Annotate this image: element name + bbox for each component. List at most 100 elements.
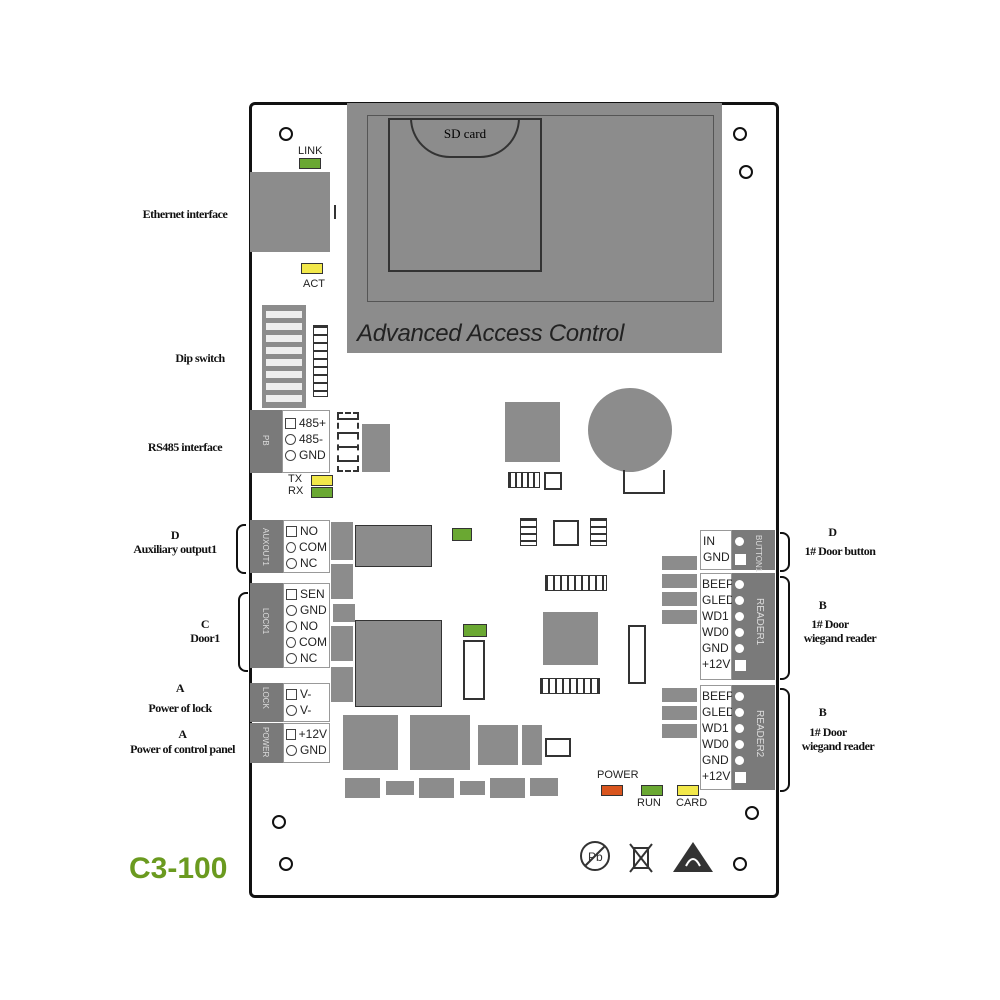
resistor-array: [313, 325, 328, 397]
pin-label: NC: [300, 556, 318, 570]
tx-label: TX: [288, 473, 303, 485]
mount-hole: [745, 806, 759, 820]
microcontroller: [543, 612, 598, 665]
lock-pins: SEN GND NO COM NC: [283, 583, 330, 668]
door-button-terminal: BUTTON1: [732, 530, 775, 573]
chip: [505, 402, 560, 462]
power-label: POWER: [597, 769, 639, 781]
lockpwr-label: Power of lock: [148, 701, 212, 715]
run-led: [641, 785, 663, 796]
component: [386, 781, 414, 795]
component: [463, 640, 485, 700]
brace: [780, 688, 790, 792]
component: [490, 778, 525, 798]
act-label: ACT: [303, 278, 325, 290]
pin-label: GND: [299, 448, 326, 462]
brace: [236, 524, 246, 574]
capacitor: [343, 715, 398, 770]
pin-label: WD1: [702, 721, 729, 735]
rs485-pins: 485+ 485- GND: [282, 410, 330, 473]
tx-led: [311, 475, 333, 486]
aux-letter: D: [170, 528, 180, 542]
component: [345, 778, 380, 798]
relay: [355, 525, 432, 567]
pin-label: COM: [299, 540, 327, 554]
mount-hole: [279, 857, 293, 871]
component: [331, 667, 353, 702]
component: [331, 626, 353, 661]
link-led: [299, 158, 321, 169]
no-lead-icon: Pb: [580, 841, 610, 871]
pin-label: GND: [703, 550, 730, 564]
rs485-label: RS485 interface: [147, 440, 223, 454]
mount-hole: [279, 127, 293, 141]
lcd-panel: SD card Advanced Access Control: [347, 103, 722, 353]
component: [333, 604, 355, 622]
dip-switch: [262, 305, 306, 408]
sd-card-label: SD card: [410, 118, 520, 158]
run-label: RUN: [637, 797, 661, 809]
button-label: 1# Door button: [804, 544, 876, 558]
pin-label: V-: [300, 703, 312, 717]
component: [331, 564, 353, 599]
component: [662, 610, 697, 624]
divider: [334, 205, 336, 219]
esd-warning-icon: [673, 842, 713, 872]
pin-label: BEEP: [702, 689, 735, 703]
weee-bin-icon: [629, 843, 653, 873]
component: [478, 725, 518, 765]
lock-power-pins: V- V-: [283, 683, 330, 722]
component: [530, 778, 558, 796]
lcd-frame: [367, 115, 714, 302]
reader1-terminal: READER1: [732, 573, 775, 680]
relay: [355, 620, 442, 707]
pin-label: WD0: [702, 625, 729, 639]
component: [331, 522, 353, 560]
component: [628, 625, 646, 684]
component: [460, 781, 485, 795]
ethernet-port: [250, 172, 330, 252]
pin-label: 485-: [299, 432, 324, 446]
aux-pins: NO COM NC: [283, 520, 330, 573]
lock-power-terminal: LOCK: [250, 683, 283, 722]
reader1-letter: B: [818, 598, 827, 612]
card-label: CARD: [676, 797, 708, 809]
door-label: Door1: [190, 631, 220, 645]
panelpwr-label: Power of control panel: [130, 742, 235, 756]
card-led: [677, 785, 699, 796]
lockp-block-label: LOCK: [261, 687, 270, 709]
mount-hole: [739, 165, 753, 179]
component: [662, 706, 697, 720]
reader1-block-label: READER1: [754, 598, 765, 646]
status-led: [452, 528, 472, 541]
component: [544, 472, 562, 490]
button-letter: D: [828, 525, 837, 539]
battery-holder: [623, 470, 665, 494]
pin-label: IN: [703, 534, 715, 548]
aux-label: Auxiliary output1: [133, 542, 217, 556]
pin-label: 485+: [299, 416, 327, 430]
reader2-block-label: READER2: [754, 710, 765, 758]
mount-hole: [733, 127, 747, 141]
act-led: [301, 263, 323, 274]
pin-label: +12V: [702, 769, 731, 783]
button-block-label: BUTTON1: [754, 535, 763, 573]
door-lock-terminal: LOCK1: [250, 583, 283, 668]
panel-power-terminal: POWER: [250, 723, 283, 763]
component: [419, 778, 454, 798]
pin-label: COM: [299, 635, 327, 649]
pin-label: NO: [300, 619, 318, 633]
pin-label: NO: [300, 524, 318, 538]
pin-label: NC: [300, 651, 318, 665]
brace: [238, 592, 248, 672]
pb-label: PB: [261, 435, 270, 446]
component: [662, 724, 697, 738]
component: [362, 424, 390, 472]
rs485-components: [337, 412, 359, 472]
pin-label: GND: [702, 641, 729, 655]
reader2-label: wiegand reader: [801, 739, 875, 753]
ethernet-label: Ethernet interface: [142, 207, 228, 221]
reader1-label: 1# Door: [811, 617, 849, 631]
pin-label: GND: [300, 743, 327, 757]
